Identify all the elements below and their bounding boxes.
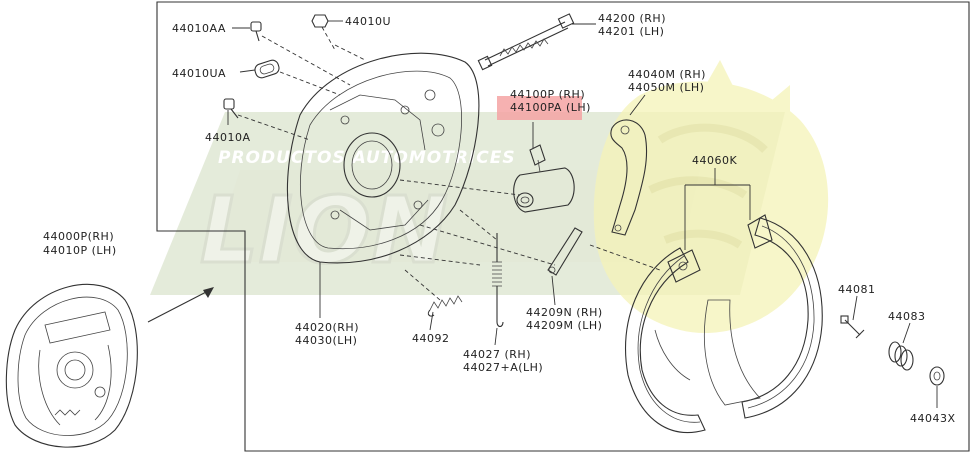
label-44060K: 44060K	[692, 154, 737, 167]
label-44209M: 44209M (LH)	[526, 319, 602, 332]
diagram-frame	[156, 1, 970, 452]
label-44030: 44030(LH)	[295, 334, 357, 347]
label-44000P: 44000P(RH)	[43, 230, 114, 243]
brake-shoe-left	[625, 247, 706, 434]
label-44100PA: 44100PA (LH)	[510, 101, 591, 114]
label-44200: 44200 (RH)	[598, 12, 666, 25]
label-44010AA: 44010AA	[172, 22, 226, 35]
watermark: LION PRODUCTOS AUTOMOTRICES	[150, 60, 829, 334]
label-44027A: 44027+A(LH)	[463, 361, 543, 374]
brake-assembly	[5, 283, 138, 448]
adjuster-assembly	[477, 13, 575, 71]
label-44010P: 44010P (LH)	[43, 244, 117, 257]
label-44040M: 44040M (RH)	[628, 68, 706, 81]
watermark-tagline: PRODUCTOS AUTOMOTRICES	[218, 148, 516, 168]
grommet-44010UA	[254, 59, 280, 79]
spring-44092	[427, 295, 463, 317]
label-44010U: 44010U	[345, 15, 391, 28]
assembly-arrow	[147, 289, 211, 323]
label-44043X: 44043X	[910, 412, 956, 425]
bolt-44010A	[223, 98, 239, 119]
assembly-lines	[237, 26, 661, 301]
spring-44083	[888, 341, 914, 371]
label-44092: 44092	[412, 332, 450, 345]
strut-44209	[547, 227, 583, 276]
wheel-cylinder	[513, 144, 575, 213]
label-44050M: 44050M (LH)	[628, 81, 704, 94]
label-44081: 44081	[838, 283, 876, 296]
bolt-44010AA	[250, 21, 262, 42]
backing-plate	[286, 52, 480, 264]
pin-44081	[840, 315, 865, 339]
parking-lever	[610, 119, 648, 236]
label-44209N: 44209N (RH)	[526, 306, 603, 319]
label-44100P: 44100P (RH)	[510, 88, 585, 101]
callout-labels: 44010AA 44010U 44010UA 44010A 44200 (RH)…	[43, 12, 956, 425]
label-44010A: 44010A	[205, 131, 251, 144]
label-44201: 44201 (LH)	[598, 25, 664, 38]
highlight-box	[497, 96, 582, 120]
label-44020: 44020(RH)	[295, 321, 359, 334]
label-44083: 44083	[888, 310, 926, 323]
label-44010UA: 44010UA	[172, 67, 226, 80]
cup-44043X	[929, 366, 945, 386]
label-44027: 44027 (RH)	[463, 348, 531, 361]
lion-head-icon	[593, 60, 829, 334]
assembly-arrowhead	[203, 287, 214, 298]
brake-shoe-right	[703, 214, 823, 419]
leader-lines	[227, 20, 938, 408]
nut-44010U	[311, 14, 329, 28]
